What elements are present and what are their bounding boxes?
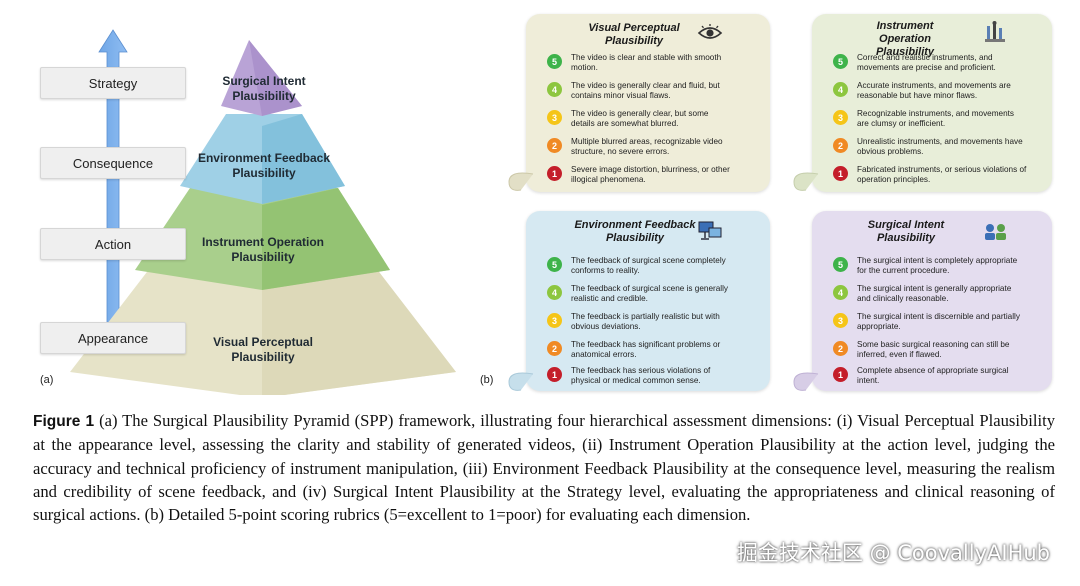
score-badge-3: 3	[833, 313, 848, 328]
score-badge-1: 1	[547, 166, 562, 181]
rubric-text: The video is generally clear and fluid, …	[571, 81, 720, 100]
rubric-text: The feedback of surgical scene is genera…	[571, 284, 729, 303]
rubric-text: Complete absence of appropriate surgical…	[857, 366, 1009, 385]
rubric-row: 1 Severe image distortion, blurriness, or…	[547, 165, 731, 185]
rubric-card-environment	[526, 211, 770, 391]
score-badge-3: 3	[547, 110, 562, 125]
pyramid-text-surgical: Surgical Intent Plausibility	[222, 74, 306, 103]
level-label-appearance: Appearance	[40, 322, 186, 354]
card-title-instrument: Instrument Operation Plausibility	[875, 20, 935, 58]
rubric-text: The video is clear and stable with smoot…	[571, 53, 722, 72]
score-badge-3: 3	[547, 313, 562, 328]
rubric-row: 2 The feedback has significant problems o…	[547, 340, 731, 360]
rubric-row: 5 Correct and realistic instruments, and …	[833, 53, 1027, 73]
score-badge-4: 4	[833, 82, 848, 97]
score-badge-5: 5	[833, 54, 848, 69]
score-badge-2: 2	[547, 138, 562, 153]
rubric-text: Unrealistic instruments, and movements h…	[857, 137, 1023, 156]
card-scroll-curl	[793, 172, 819, 191]
rubric-row: 4 The video is generally clear and fluid,…	[547, 81, 731, 101]
pyramid-text-visual: Visual Perceptual Plausibility	[213, 335, 313, 364]
panel-a-label: (a)	[40, 374, 54, 386]
rubric-row: 5 The video is clear and stable with smoo…	[547, 53, 731, 73]
score-badge-2: 2	[547, 341, 562, 356]
rubric-row: 1 The feedback has serious violations of …	[547, 366, 731, 386]
rubric-text: Accurate instruments, and movements are …	[857, 81, 1011, 100]
level-label-action: Action	[40, 228, 186, 260]
rubric-text: The feedback is partially realistic but …	[571, 312, 720, 331]
panel-a: Strategy Consequence Action Appearance S…	[0, 0, 470, 395]
card-title-environment: Environment Feedback Plausibility	[574, 219, 696, 244]
card-scroll-curl	[793, 372, 819, 391]
rubric-text: The feedback of surgical scene completel…	[571, 256, 726, 275]
rubric-card-visual	[526, 14, 770, 192]
score-badge-1: 1	[833, 166, 848, 181]
card-scroll-curl	[508, 372, 534, 391]
rubric-row: 4 The surgical intent is generally approp…	[833, 284, 1027, 304]
rubric-row: 2 Some basic surgical reasoning can still…	[833, 340, 1027, 360]
score-badge-5: 5	[547, 257, 562, 272]
rubric-card-surgical	[812, 211, 1052, 391]
figure-number: Figure 1	[33, 413, 95, 430]
rubric-text: Correct and realistic instruments, and m…	[857, 53, 996, 72]
score-badge-2: 2	[833, 138, 848, 153]
eye-icon	[697, 24, 723, 39]
rubric-row: 3 The feedback is partially realistic but…	[547, 312, 731, 332]
surgical-tools-icon	[985, 21, 1005, 42]
rubric-text: Severe image distortion, blurriness, or …	[571, 165, 730, 184]
score-badge-3: 3	[833, 110, 848, 125]
score-badge-2: 2	[833, 341, 848, 356]
rubric-row: 3 The surgical intent is discernible and …	[833, 312, 1027, 332]
score-badge-5: 5	[547, 54, 562, 69]
score-badge-4: 4	[547, 82, 562, 97]
level-label-strategy: Strategy	[40, 67, 186, 99]
panel-b-label: (b)	[480, 374, 494, 386]
team-icon	[985, 224, 1006, 240]
rubric-row: 5 The feedback of surgical scene complete…	[547, 256, 731, 276]
rubric-row: 4 The feedback of surgical scene is gener…	[547, 284, 731, 304]
level-label-consequence: Consequence	[40, 147, 186, 179]
rubric-row: 3 The video is generally clear, but some …	[547, 109, 731, 129]
rubric-row: 2 Unrealistic instruments, and movements …	[833, 137, 1027, 157]
rubric-text: Fabricated instruments, or serious viola…	[857, 165, 1027, 184]
card-scroll-curl	[508, 172, 534, 191]
score-badge-4: 4	[833, 285, 848, 300]
rubric-row: 3 Recognizable instruments, and movements…	[833, 109, 1027, 129]
score-badge-1: 1	[833, 367, 848, 382]
rubric-row: 1 Fabricated instruments, or serious viol…	[833, 165, 1027, 185]
rubric-row: 1 Complete absence of appropriate surgica…	[833, 366, 1027, 386]
monitor-icon	[698, 221, 722, 240]
figure-caption: Figure 1 (a) The Surgical Plausibility P…	[33, 409, 1055, 526]
plausibility-pyramid	[70, 40, 456, 395]
rubric-text: The surgical intent is completely approp…	[857, 256, 1018, 275]
score-badge-5: 5	[833, 257, 848, 272]
rubric-text: The feedback has significant problems or…	[571, 340, 721, 359]
rubric-card-instrument	[812, 14, 1052, 192]
rubric-text: Some basic surgical reasoning can still …	[857, 340, 1010, 359]
rubric-text: Multiple blurred areas, recognizable vid…	[571, 137, 723, 156]
caption-text: (a) The Surgical Plausibility Pyramid (S…	[33, 411, 1055, 525]
score-badge-1: 1	[547, 367, 562, 382]
rubric-text: The surgical intent is discernible and p…	[857, 312, 1020, 331]
pyramid-text-instrument: Instrument Operation Plausibility	[201, 235, 324, 264]
rubric-text: Recognizable instruments, and movements …	[857, 109, 1015, 128]
rubric-row: 4 Accurate instruments, and movements are…	[833, 81, 1027, 101]
watermark: 掘金技术社区 @ CoovallyAIHub	[736, 541, 1050, 565]
rubric-text: The video is generally clear, but some d…	[571, 109, 709, 128]
rubric-row: 5 The surgical intent is completely appro…	[833, 256, 1027, 276]
card-title-visual: Visual Perceptual Plausibility	[588, 22, 680, 47]
rubric-text: The feedback has serious violations of p…	[571, 366, 711, 385]
pyramid-text-environment: Environment Feedback Plausibility	[197, 151, 331, 180]
rubric-text: The surgical intent is generally appropr…	[857, 284, 1012, 303]
card-title-surgical: Surgical Intent Plausibility	[867, 219, 945, 244]
rubric-row: 2 Multiple blurred areas, recognizable vi…	[547, 137, 731, 157]
score-badge-4: 4	[547, 285, 562, 300]
